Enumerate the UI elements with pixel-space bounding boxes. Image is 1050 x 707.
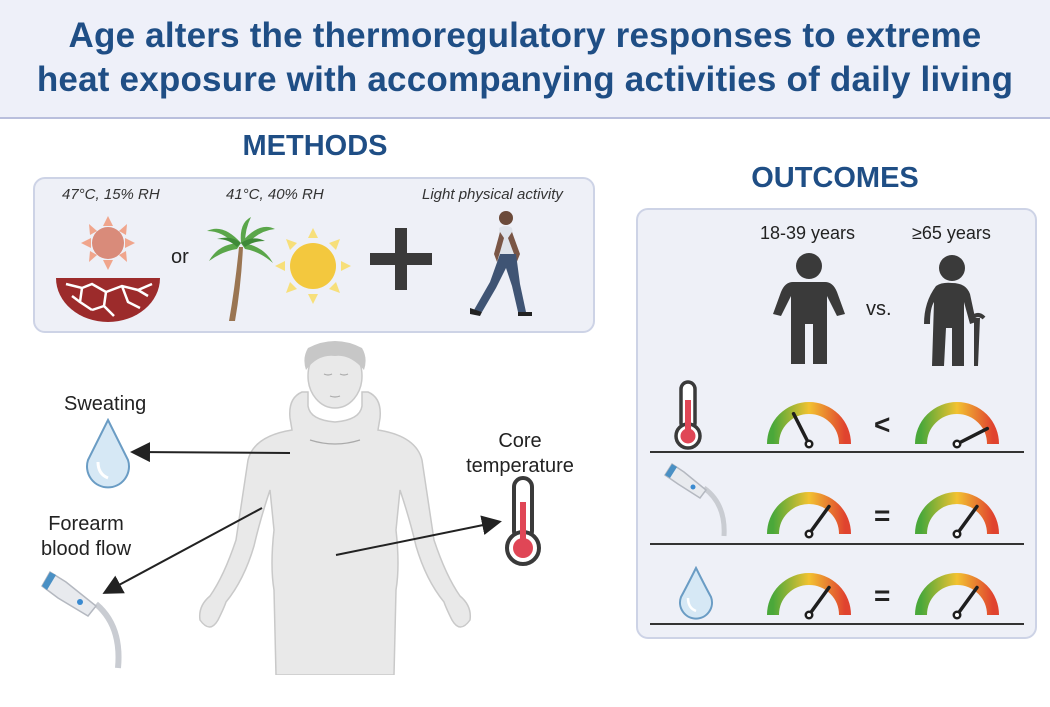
gauge-needle: [955, 504, 979, 536]
gauge-hub-center: [955, 442, 959, 446]
row-divider-3: [650, 623, 1024, 625]
comparison-symbol-row-3: =: [874, 580, 891, 611]
walking-person-icon: [470, 211, 532, 316]
young-adult-icon: [773, 253, 845, 364]
gauge-needle: [955, 585, 979, 617]
gauge-needle: [955, 426, 990, 446]
gauge-needle: [791, 411, 811, 446]
methods-heading: METHODS: [242, 130, 388, 162]
title-banner: Age alters the thermoregulatory response…: [0, 0, 1050, 119]
comparison-symbol-row-2: =: [874, 500, 891, 531]
comparison-symbol-row-1: <: [874, 409, 891, 440]
blood-flow-arrow: [102, 507, 263, 594]
gauge-young-row-3: [767, 573, 851, 620]
outcomes-heading: OUTCOMES: [751, 162, 919, 194]
sweat-droplet-icon: [86, 418, 130, 489]
core-label-line1: Core: [498, 430, 542, 452]
core-thermometer-icon: [505, 476, 541, 566]
row-divider-1: [650, 451, 1024, 453]
or-label: or: [171, 246, 189, 268]
gauge-old-row-1: [915, 402, 999, 449]
activity-label: Light physical activity: [422, 186, 563, 203]
desert-sun-icon: [56, 216, 160, 322]
row-ultrasound-probe-icon: [663, 462, 727, 537]
ultrasound-probe-icon: [41, 570, 122, 669]
sweating-arrow: [130, 442, 291, 463]
group-old-label: ≥65 years: [912, 223, 991, 243]
human-body-figure: [198, 341, 472, 675]
gauge-arc: [767, 573, 851, 616]
gauge-hub-center: [807, 613, 811, 617]
core-temperature-label: Core temperature: [456, 429, 584, 479]
gauge-old-row-3: [915, 573, 999, 620]
gauge-young-row-2: [767, 492, 851, 539]
condition-hot-humid-label: 41°C, 40% RH: [226, 186, 324, 203]
gauge-arc: [915, 492, 999, 535]
gauge-old-row-2: [915, 492, 999, 539]
gauge-hub-center: [807, 442, 811, 446]
gauge-arc: [767, 402, 851, 445]
forearm-label-line2: blood flow: [40, 538, 132, 560]
vs-label: vs.: [866, 298, 892, 320]
gauge-hub-center: [807, 532, 811, 536]
row-droplet-icon: [679, 566, 713, 620]
forearm-blood-flow-label: Forearm blood flow: [30, 512, 142, 562]
gauge-arc: [915, 573, 999, 616]
core-temperature-arrow: [335, 515, 502, 556]
plus-icon: [370, 228, 432, 290]
title-line-1: Age alters the thermoregulatory response…: [68, 16, 982, 55]
row-thermometer-icon: [674, 380, 702, 450]
sweating-label: Sweating: [64, 393, 147, 415]
page-title: Age alters the thermoregulatory response…: [0, 14, 1050, 102]
gauge-arc: [767, 492, 851, 535]
gauge-needle: [807, 504, 831, 536]
palm-tree-icon: [207, 217, 275, 321]
forearm-label-line1: Forearm: [48, 513, 124, 535]
gauge-hub-center: [955, 532, 959, 536]
gauge-needle: [807, 585, 831, 617]
row-divider-2: [650, 543, 1024, 545]
condition-hot-dry-label: 47°C, 15% RH: [62, 186, 160, 203]
gauge-arc: [915, 402, 999, 445]
group-young-label: 18-39 years: [760, 223, 856, 243]
core-label-line2: temperature: [466, 455, 574, 477]
humid-sun-icon: [275, 228, 351, 304]
gauge-hub-center: [955, 613, 959, 617]
gauge-young-row-1: [767, 402, 851, 449]
older-adult-icon: [924, 255, 986, 366]
title-line-2: heat exposure with accompanying activiti…: [36, 60, 1014, 99]
